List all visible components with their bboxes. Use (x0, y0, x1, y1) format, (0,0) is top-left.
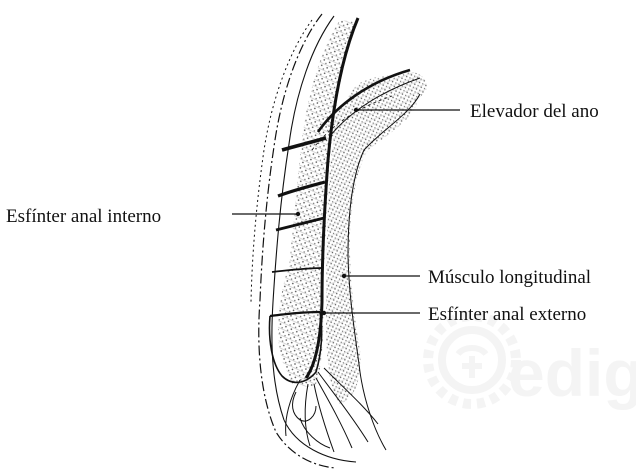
label-levator-ani: Elevador del ano (470, 101, 599, 122)
watermark-logo: edig (428, 316, 636, 410)
watermark-text: edig (508, 336, 636, 410)
label-longitudinal-muscle: Músculo longitudinal (428, 267, 591, 288)
label-external-sphincter: Esfínter anal externo (428, 304, 586, 325)
gear-logo-icon (428, 316, 516, 404)
label-internal-sphincter: Esfínter anal interno (6, 206, 161, 227)
